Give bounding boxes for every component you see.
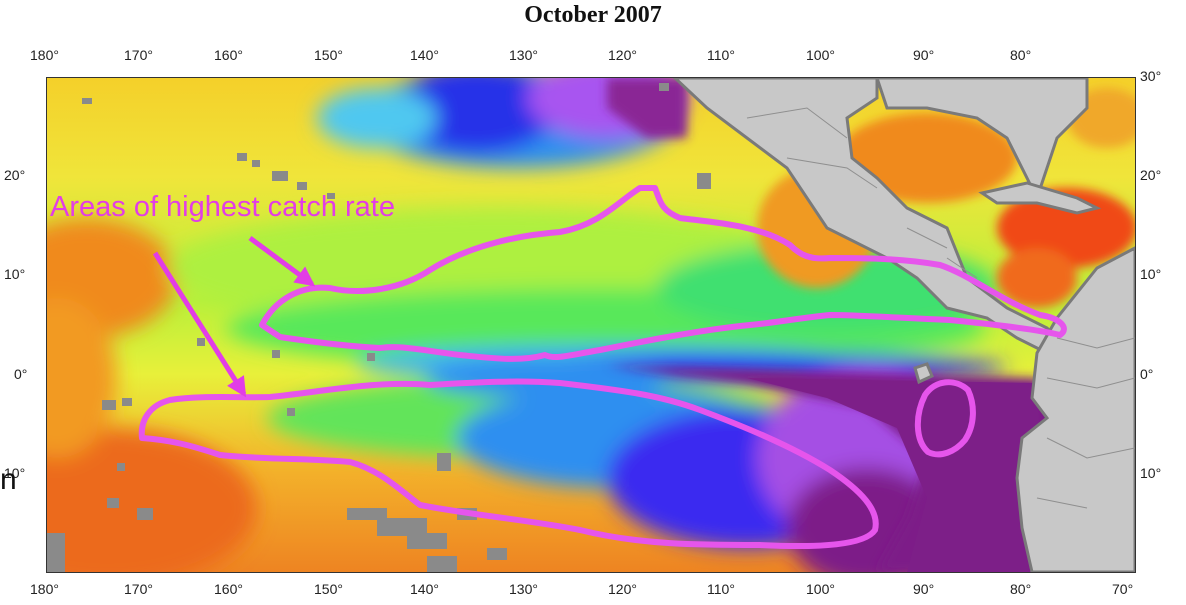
top-lon-label: 120° <box>608 47 637 63</box>
top-lon-label: 140° <box>410 47 439 63</box>
bottom-lon-label: 80° <box>1010 581 1032 597</box>
gulf-coast-land <box>875 78 1089 202</box>
bottom-lon-label: 150° <box>314 581 343 597</box>
left-lat-label: 20° <box>4 167 26 183</box>
bottom-lon-label: 120° <box>608 581 637 597</box>
bottom-lon-label: 110° <box>707 581 735 597</box>
top-lon-label: 180° <box>30 47 59 63</box>
top-lon-label: 80° <box>1010 47 1032 63</box>
top-lon-label: 130° <box>509 47 538 63</box>
bottom-lon-label: 180° <box>30 581 59 597</box>
bottom-lon-label: 100° <box>806 581 835 597</box>
galapagos-land <box>913 362 934 385</box>
page-title: October 2007 <box>524 2 662 28</box>
annotation-label: Areas of highest catch rate <box>50 191 395 223</box>
north-purple-region <box>607 78 687 138</box>
top-lon-label: 160° <box>214 47 243 63</box>
left-lat-label: 10° <box>4 266 26 282</box>
top-lon-label: 110° <box>707 47 735 63</box>
right-lat-label: 10° <box>1140 465 1162 481</box>
left-lat-label: 0° <box>14 366 28 382</box>
bottom-lon-label: 130° <box>509 581 538 597</box>
bottom-lon-label: 160° <box>214 581 243 597</box>
left-lat-label: 10° <box>4 465 26 481</box>
right-lat-label: 20° <box>1140 167 1162 183</box>
top-lon-label: 100° <box>806 47 835 63</box>
bottom-lon-label: 140° <box>410 581 439 597</box>
top-lon-label: 150° <box>314 47 343 63</box>
top-lon-label: 170° <box>124 47 153 63</box>
right-lat-label: 30° <box>1140 68 1162 84</box>
right-lat-label: 10° <box>1140 266 1162 282</box>
right-lat-label: 0° <box>1140 366 1154 382</box>
bottom-lon-label: 170° <box>124 581 153 597</box>
cropped-text-fragment: n <box>0 463 17 496</box>
sea-surface-temperature-map <box>46 77 1136 573</box>
bottom-lon-label: 70° <box>1112 581 1134 597</box>
top-lon-label: 90° <box>913 47 935 63</box>
bottom-lon-label: 90° <box>913 581 935 597</box>
